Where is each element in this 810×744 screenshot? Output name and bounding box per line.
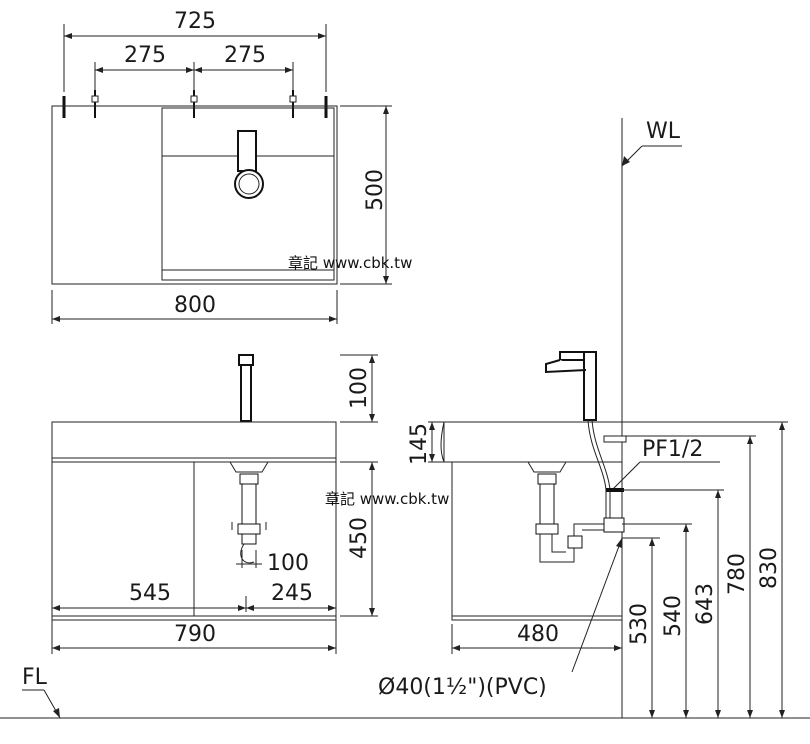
drain-trap-front [229, 461, 269, 564]
front-view: 100 450 100 545 245 790 章記 www.cbk.tw [51, 354, 449, 654]
dim-drain-offset: 100 [267, 551, 309, 576]
dim-cabinet-top-height: 643 [693, 583, 718, 625]
dim-left-width: 545 [129, 581, 171, 606]
watermark-front: 章記 www.cbk.tw [325, 490, 449, 508]
anchor-bolt-center [190, 90, 198, 118]
basin-front [51, 421, 337, 463]
supply-label: PF1/2 [642, 437, 703, 462]
dim-width-inner: 725 [174, 9, 216, 34]
angle-valve-icon [603, 435, 627, 443]
dim-cabinet-depth: 480 [517, 622, 559, 647]
dim-width-total: 800 [174, 293, 216, 318]
supply-hose [587, 419, 607, 520]
top-outline [51, 105, 338, 285]
wall-line-label: WL [646, 119, 681, 144]
drain-pipe-label: Ø40(1½")(PVC) [378, 675, 547, 700]
dim-spacing-right: 275 [224, 43, 266, 68]
faucet-front-icon [238, 354, 254, 422]
basin-side [443, 421, 623, 463]
dim-basin-bottom-height: 780 [725, 553, 750, 595]
dim-drain-height: 530 [627, 603, 652, 645]
dim-supply-height: 540 [661, 595, 686, 637]
drain-trap-side [527, 461, 625, 563]
basin-bowl-top [161, 107, 335, 281]
side-view: WL FL [0, 118, 810, 719]
dim-right-width: 245 [271, 581, 313, 606]
dim-cabinet-width: 790 [174, 622, 216, 647]
top-view: 725 275 275 500 [51, 9, 412, 324]
dim-depth: 500 [363, 169, 388, 211]
dim-basin-height: 145 [407, 423, 432, 465]
dim-faucet-height: 100 [347, 367, 372, 409]
watermark-top: 章記 www.cbk.tw [288, 254, 412, 272]
anchor-bolt-left [91, 90, 99, 118]
anchor-bolt-right [289, 90, 297, 118]
dim-cabinet-height: 450 [347, 517, 372, 559]
cabinet-side [451, 461, 623, 621]
dim-basin-top-height: 830 [757, 547, 782, 589]
dim-spacing-left: 275 [124, 43, 166, 68]
faucet-top-icon [237, 130, 257, 172]
faucet-side-icon [545, 351, 597, 421]
floor-line-label: FL [22, 665, 48, 690]
